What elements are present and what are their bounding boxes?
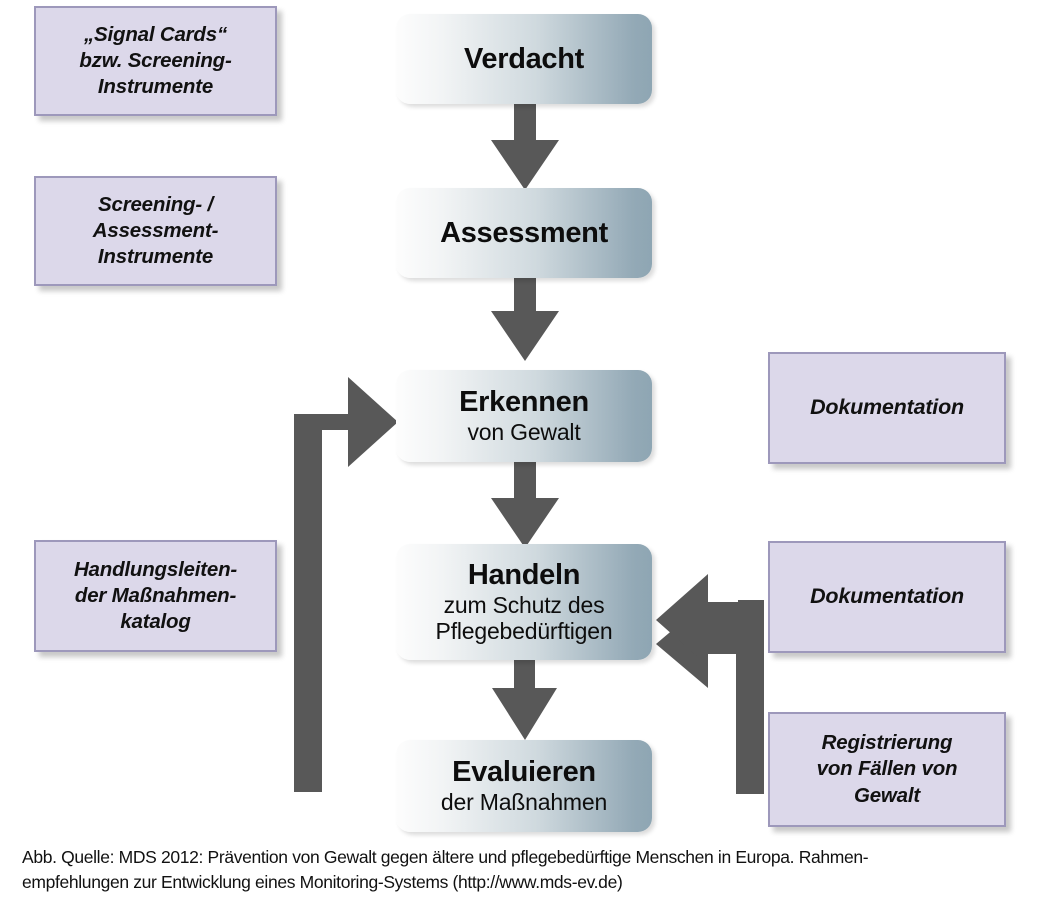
side-box-registrierung-von-faellen: Registrierung von Fällen von Gewalt	[768, 712, 1006, 827]
flow-box-erkennen: Erkennen von Gewalt	[396, 370, 652, 462]
caption-line-1: Abb. Quelle: MDS 2012: Prävention von Ge…	[22, 847, 869, 867]
arrow-handeln-to-evaluieren	[492, 658, 557, 740]
side-box-line-2: von Fällen von	[816, 757, 958, 781]
side-box-line-1: Dokumentation	[810, 584, 964, 609]
flow-box-verdacht: Verdacht	[396, 14, 652, 104]
side-box-line-1: „Signal Cards“	[83, 22, 227, 46]
side-box-signal-cards: „Signal Cards“ bzw. Screening- Instrumen…	[34, 6, 277, 116]
side-box-line-3: katalog	[120, 610, 191, 634]
flow-box-evaluieren: Evaluieren der Maßnahmen	[396, 740, 652, 832]
flow-box-subtitle: von Gewalt	[467, 418, 581, 445]
side-box-dokumentation-handeln: Dokumentation	[768, 541, 1006, 653]
side-box-line-3: Gewalt	[853, 783, 920, 807]
side-box-line-2: Assessment-	[92, 218, 219, 242]
flow-box-handeln: Handeln zum Schutz des Pflegebedürftigen	[396, 544, 652, 660]
flow-box-subtitle-line-1: zum Schutz des	[443, 591, 605, 618]
arrow-erkennen-to-handeln	[491, 462, 559, 548]
side-box-line-1: Screening- /	[98, 192, 213, 216]
side-box-line-1: Registrierung	[821, 731, 953, 755]
flow-box-assessment: Assessment	[396, 188, 652, 278]
arrow-verdacht-to-assessment	[491, 104, 559, 190]
flow-box-title: Assessment	[440, 216, 608, 249]
flow-box-title: Handeln	[467, 559, 581, 592]
figure-caption: Abb. Quelle: MDS 2012: Prävention von Ge…	[22, 845, 1042, 896]
flow-box-title: Verdacht	[463, 42, 585, 75]
feedback-arrow-evaluieren-to-erkennen	[294, 377, 398, 792]
side-box-line-1: Handlungsleiten-	[73, 557, 238, 581]
feedback-arrow-evaluieren-to-handeln-shape	[656, 574, 764, 794]
side-box-line-3: Instrumente	[97, 75, 214, 99]
flow-box-title: Evaluieren	[452, 756, 596, 789]
flow-box-subtitle: der Maßnahmen	[440, 788, 608, 815]
side-box-line-2: bzw. Screening-	[79, 48, 232, 72]
arrow-assessment-to-erkennen	[491, 275, 559, 361]
caption-line-2: empfehlungen zur Entwicklung eines Monit…	[22, 872, 623, 893]
flow-box-subtitle-line-2: Pflegebedürftigen	[435, 618, 613, 645]
side-box-line-1: Dokumentation	[810, 395, 964, 420]
side-box-line-2: der Maßnahmen-	[74, 583, 237, 607]
side-box-screening-assessment-instrumente: Screening- / Assessment- Instrumente	[34, 176, 277, 286]
flow-box-title: Erkennen	[459, 386, 589, 419]
side-box-line-3: Instrumente	[97, 245, 214, 269]
side-box-dokumentation-erkennen: Dokumentation	[768, 352, 1006, 464]
side-box-handlungsleitender-massnahmenkatalog: Handlungsleiten- der Maßnahmen- katalog	[34, 540, 277, 652]
